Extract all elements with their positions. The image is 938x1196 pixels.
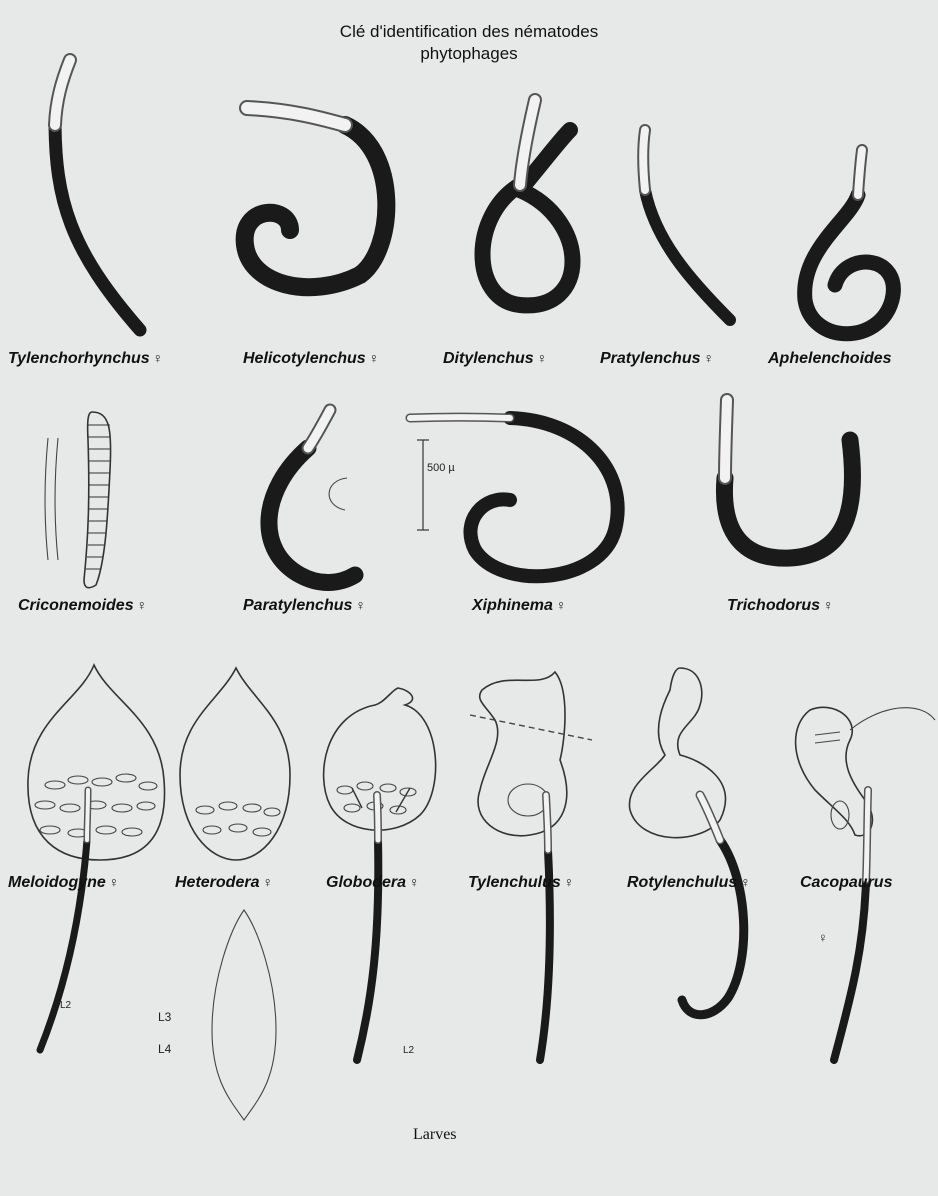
heterodera-drawing [180,668,290,860]
larva-cacopaurus-drawing [834,790,868,1060]
larva-rotylenchulus-drawing [682,795,744,1015]
label-rotylenchulus: Rotylenchulus♀ [627,874,751,892]
larva-tylenchulus-drawing [540,795,550,1060]
label-trichodorus: Trichodorus♀ [727,597,834,615]
label-tylenchorhynchus: Tylenchorhynchus♀ [8,350,163,368]
label-paratylenchus: Paratylenchus♀ [243,597,366,615]
tylenchorhynchus-drawing [55,60,140,330]
label-meloidogyne: Meloidogyne♀ [8,874,119,892]
tylenchulus-drawing [470,672,592,836]
label-ditylenchus: Ditylenchus♀ [443,350,547,368]
scale-bar-label: 500 µ [427,462,455,474]
label-globodera: Globodera♀ [326,874,420,892]
pratylenchus-drawing [643,130,730,320]
label-helicotylenchus: Helicotylenchus♀ [243,350,379,368]
label-criconemoides: Criconemoides♀ [18,597,147,615]
label-heterodera: Heterodera♀ [175,874,273,892]
larva-heterodera-drawing [212,910,276,1120]
ditylenchus-drawing [483,100,573,305]
criconemoides-drawing [45,412,111,588]
larvae-caption: Larves [413,1126,457,1144]
larva-mark-left: L2 [60,1000,71,1011]
xiphinema-drawing [410,417,618,576]
trichodorus-drawing [724,400,852,558]
meloidogyne-drawing [28,665,165,860]
label-l4: L4 [158,1042,171,1056]
label-l3: L3 [158,1010,171,1024]
helicotylenchus-drawing [245,108,387,287]
label-cacopaurus: Cacopaurus [800,874,892,892]
label-aphelenchoides: Aphelenchoides [768,350,892,368]
larva-female-mark: ♀ [818,930,828,945]
larva-mark-globodera: L2 [403,1045,414,1056]
label-pratylenchus: Pratylenchus♀ [600,350,714,368]
paratylenchus-drawing [269,410,355,583]
label-xiphinema: Xiphinema♀ [472,597,566,615]
label-tylenchulus: Tylenchulus♀ [468,874,574,892]
aphelenchoides-drawing [805,150,894,334]
